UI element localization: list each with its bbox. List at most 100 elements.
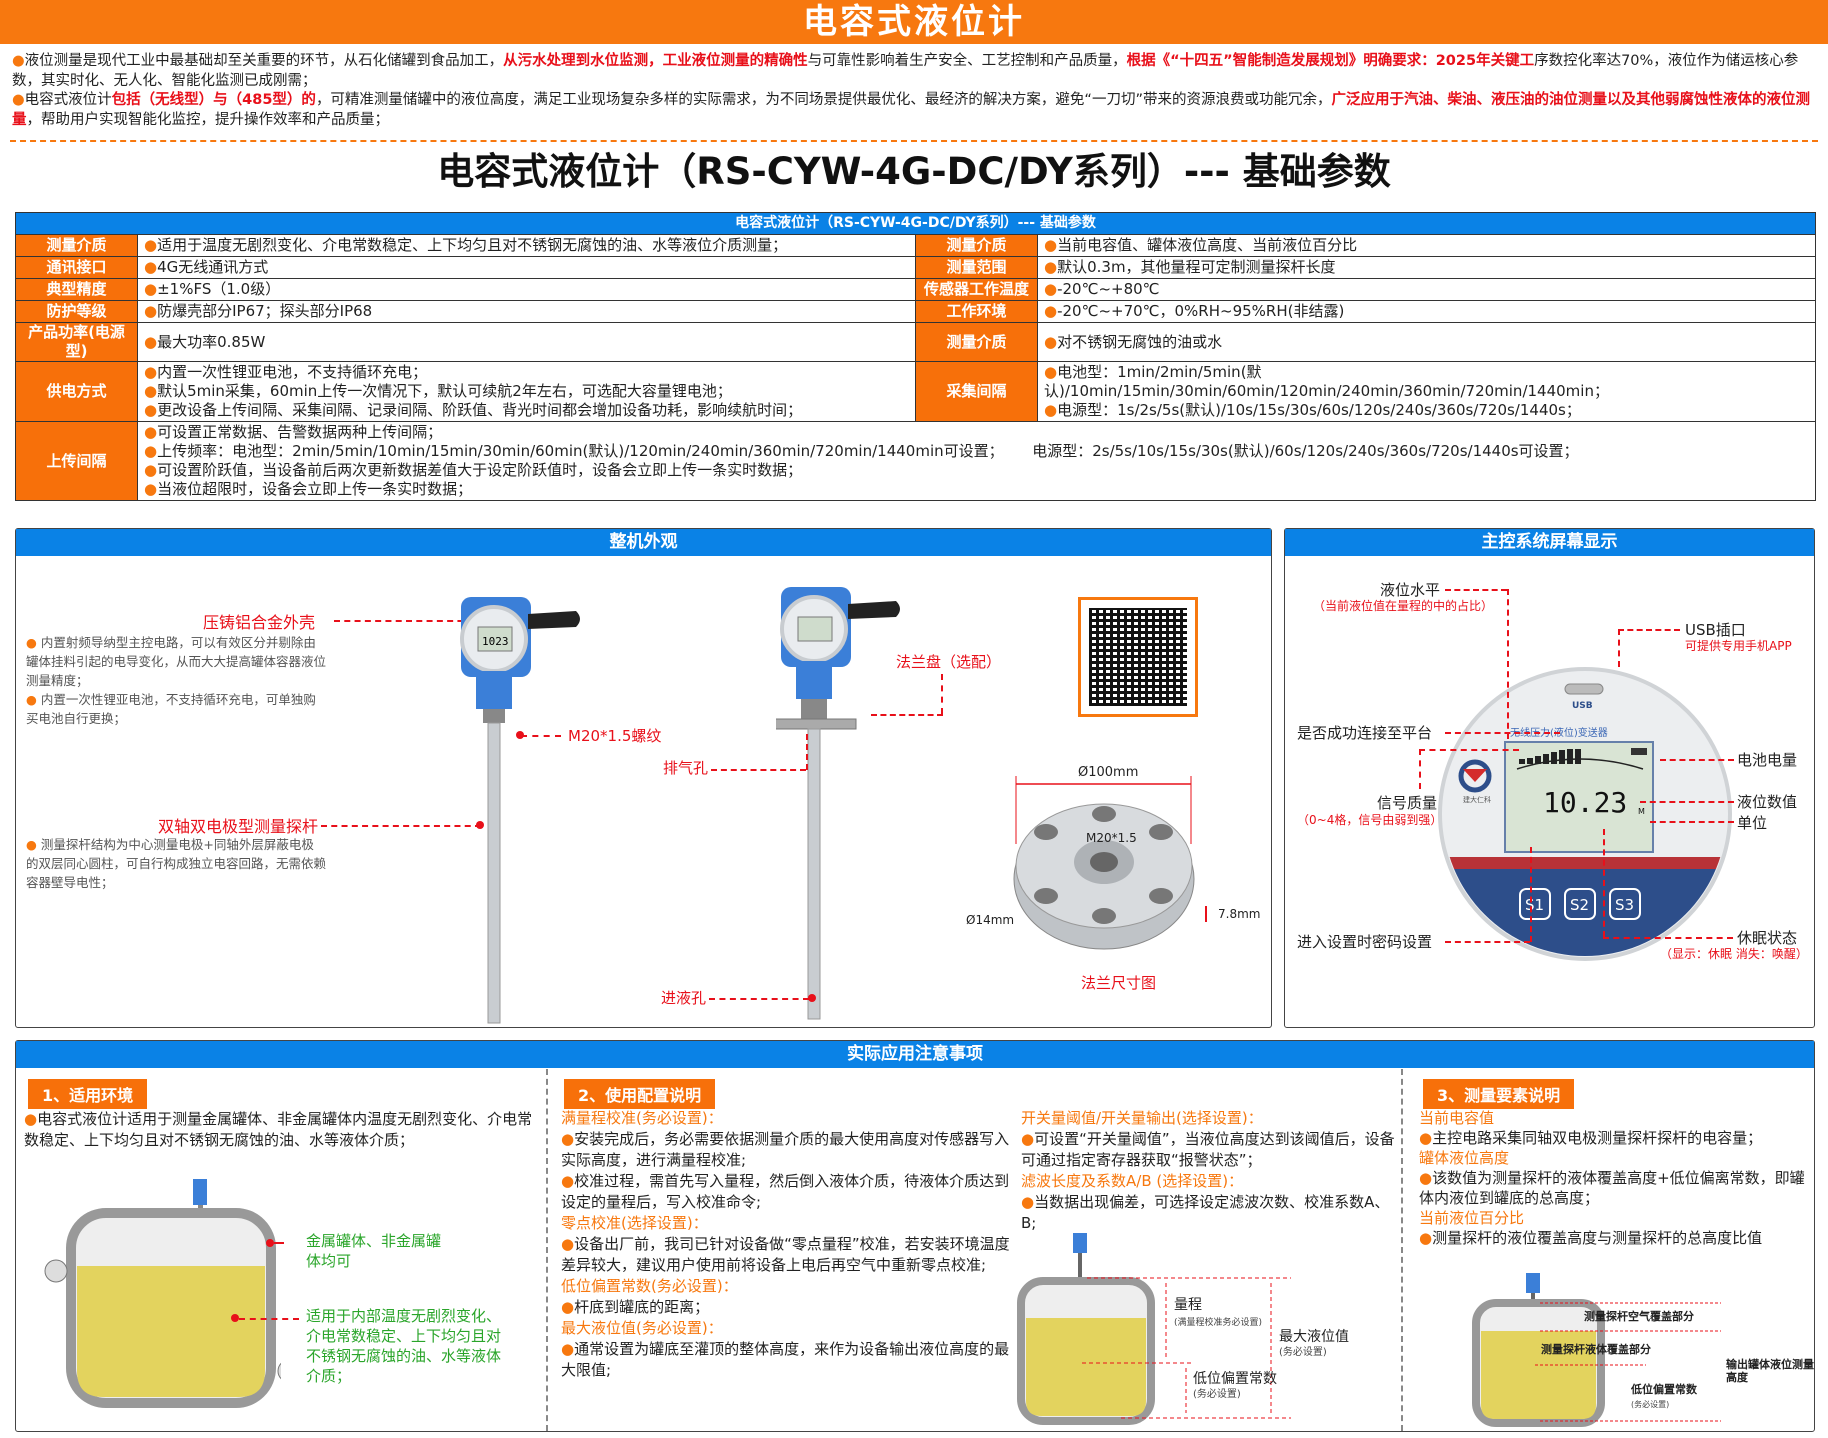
highlight: 从污水处理到水位监测，工业液位测量的精确性 <box>503 53 808 69</box>
config-list-right: 开关量阈值/开关量输出(选择设置)：可设置“开关量阈值”，当液位高度达到该阈值后… <box>1021 1108 1396 1234</box>
button-s3[interactable]: S3 <box>1609 888 1641 920</box>
item-text: 可设置“开关量阈值”，当液位高度达到该阈值后，设备可通过指定寄存器获取“报警状态… <box>1021 1129 1396 1171</box>
brand: 建大仁科 <box>1463 795 1491 804</box>
battery-label: 电池电量 <box>1737 751 1798 769</box>
row-label: 上传间隔 <box>15 421 138 501</box>
line: 可设置正常数据、告警数据两种上传间隔； <box>144 423 1809 442</box>
text: 与可靠性影响着生产安全、工艺控制和产品质量， <box>807 53 1127 69</box>
offset-note: (务必设置) <box>1631 1399 1669 1409</box>
transmitter-flange-image <box>776 587 900 1020</box>
level-note: （当前液位值在量程的中的占比） <box>1313 599 1494 613</box>
thread-label: M20*1.5螺纹 <box>568 727 662 745</box>
elements-tag: 3、测量要素说明 <box>1423 1079 1575 1109</box>
signal-note: （0~4格，信号由弱到强） <box>1297 813 1443 827</box>
table-row: 典型精度±1%FS（1.0级）传感器工作温度-20℃~+80℃ <box>15 278 1816 301</box>
tank-illustration <box>44 1179 281 1408</box>
line: 最大功率0.85W <box>144 333 909 352</box>
row-label: 测量范围 <box>915 256 1038 279</box>
item-text: 测量探杆的液位覆盖高度与测量探杆的总高度比值 <box>1419 1228 1811 1248</box>
table-row: 产品功率(电源型)最大功率0.85W测量介质对不锈钢无腐蚀的油或水 <box>15 322 1816 362</box>
row-value: ±1%FS（1.0级） <box>137 278 916 301</box>
output-label: 输出罐体液位测量高度 <box>1726 1358 1814 1384</box>
row-value: 最大功率0.85W <box>137 322 916 362</box>
hole-diameter: Ø14mm <box>966 913 1014 927</box>
line: 当前电容值、罐体液位高度、当前液位百分比 <box>1044 236 1809 255</box>
env-text: ●电容式液位计适用于测量金属罐体、非金属罐体内温度无剧烈变化、介电常数稳定、上下… <box>24 1110 533 1149</box>
text: ，可精准测量储罐中的液位高度，满足工业现场复杂多样的实际需求，为不同场景提供最优… <box>315 92 1332 108</box>
unit-label: 单位 <box>1737 814 1768 832</box>
spec-table: 电容式液位计（RS-CYW-4G-DC/DY系列）--- 基础参数 测量介质适用… <box>15 212 1816 501</box>
tank-config-diagram: 量程 (满量程校准务必设置) 低位偏置常数 (务必设置) 最大液位值 (务必设置… <box>1017 1233 1349 1425</box>
button-label: S3 <box>1615 896 1634 914</box>
usb-note: 可提供专用手机APP <box>1685 639 1792 653</box>
item-heading: 低位偏置常数(务必设置)： <box>561 1277 738 1295</box>
line: 可设置阶跃值，当设备前后两次更新数据差值大于设定阶跃值时，设备会立即上传一条实时… <box>144 461 1809 480</box>
table-row: 通讯接口4G无线通讯方式测量范围默认0.3m，其他量程可定制测量探杆长度 <box>15 256 1816 279</box>
row-value: 电池型：1min/2min/5min(默认)/10min/15min/30min… <box>1037 361 1816 422</box>
inlet-label: 进液孔 <box>661 989 707 1007</box>
sleep-note: （显示：休眠 消失：唤醒） <box>1660 947 1808 961</box>
signal-label: 信号质量 <box>1377 794 1438 812</box>
display-panel: USB 无线压力(液位)变送器 10.23 M 建大仁科 S1 S2 S3 <box>1438 667 1732 961</box>
item-text: 校准过程，需首先写入量程，然后倒入液体介质，待液体介质达到设定的量程后，写入校准… <box>561 1171 1016 1213</box>
table-row: 测量介质适用于温度无剧烈变化、介电常数稳定、上下均匀且对不锈钢无腐蚀的油、水等液… <box>15 234 1816 257</box>
flange-caption: 法兰尺寸图 <box>1081 974 1156 992</box>
row-label: 产品功率(电源型) <box>15 322 138 362</box>
note: 测量探杆结构为中心测量电极+同轴外层屏蔽电极的双层同心圆柱，可自行构成独立电容回… <box>26 837 327 890</box>
row-label: 传感器工作温度 <box>915 278 1038 301</box>
range-note: (满量程校准务必设置) <box>1174 1316 1262 1328</box>
platform-label: 是否成功连接至平台 <box>1297 724 1433 742</box>
lcd-value: 1023 <box>482 635 509 648</box>
transmitter-image: 1023 <box>460 597 580 1024</box>
text: 液位测量是现代工业中最基础却至关重要的环节，从石化储罐到食品加工， <box>24 53 504 69</box>
max-label: 最大液位值 <box>1279 1329 1349 1345</box>
usb-text: USB <box>1572 701 1593 711</box>
item-heading: 罐体液位高度 <box>1419 1149 1510 1167</box>
flange-diameter: Ø100mm <box>1078 765 1138 780</box>
highlight: 包括（无线型）与（485型）的 <box>111 92 316 108</box>
sleep-label: 休眠状态 <box>1737 929 1798 947</box>
offset-label: 低位偏置常数 <box>1193 1371 1277 1387</box>
item-text: 安装完成后，务必需要依据测量介质的最大使用高度对传感器写入实际高度，进行满量程校… <box>561 1129 1016 1171</box>
table-row: 上传间隔 可设置正常数据、告警数据两种上传间隔； 上传频率：电池型：2min/5… <box>15 421 1816 501</box>
row-label: 工作环境 <box>915 300 1038 323</box>
item-text: 杆底到罐底的距离； <box>561 1297 1016 1318</box>
divider <box>10 140 1818 142</box>
shell-label: 压铸铝合金外壳 <box>203 613 316 632</box>
button-s2[interactable]: S2 <box>1564 888 1596 920</box>
tank-label-2: 适用于内部温度无剧烈变化、介电常数稳定、上下均匀且对不锈钢无腐蚀的油、水等液体介… <box>306 1307 502 1385</box>
env-tag: 1、适用环境 <box>28 1079 148 1109</box>
text: 电容式液位计 <box>24 92 112 108</box>
appearance-section: 整机外观 压铸铝合金外壳 ● 内置射频导纳型主控电路，可以有效区分并剔除由罐体挂… <box>15 528 1272 1028</box>
item-text: 该数值为测量探杆的液体覆盖高度+低位偏离常数，即罐体内液位到罐底的总高度； <box>1419 1168 1811 1208</box>
line: 电池型：1min/2min/5min(默认)/10min/15min/30min… <box>1044 363 1809 401</box>
intro-paragraph-1: ●液位测量是现代工业中最基础却至关重要的环节，从石化储罐到食品加工，从污水处理到… <box>12 53 1799 89</box>
row-value: -20℃~+70℃，0%RH~95%RH(非结露) <box>1037 300 1816 323</box>
config-list: 满量程校准(务必设置)：安装完成后，务必需要依据测量介质的最大使用高度对传感器写… <box>561 1108 1016 1381</box>
line: ±1%FS（1.0级） <box>144 280 909 299</box>
line: 适用于温度无剧烈变化、介电常数稳定、上下均匀且对不锈钢无腐蚀的油、水等液位介质测… <box>144 236 909 255</box>
item-text: 通常设置为罐底至灌顶的整体高度，来作为设备输出液位高度的最大限值; <box>561 1339 1016 1381</box>
line: 对不锈钢无腐蚀的油或水 <box>1044 333 1809 352</box>
row-label: 供电方式 <box>15 361 138 422</box>
row-label: 测量介质 <box>915 234 1038 257</box>
shell-notes: ● 内置射频导纳型主控电路，可以有效区分并剔除由罐体挂料引起的电导变化，从而大大… <box>26 635 327 726</box>
line: 上传频率：电池型：2min/5min/10min/15min/30min/60m… <box>144 442 1809 461</box>
probe-note: ● 测量探杆结构为中心测量电极+同轴外层屏蔽电极的双层同心圆柱，可自行构成独立电… <box>26 837 327 890</box>
max-note: (务必设置) <box>1279 1345 1327 1358</box>
flange-dimension-drawing: Ø100mm M20*1.5 Ø14mm 7.8mm 法兰尺寸图 <box>966 765 1260 992</box>
password-label: 进入设置时密码设置 <box>1297 933 1433 951</box>
text: 电容式液位计适用于测量金属罐体、非金属罐体内温度无剧烈变化、介电常数稳定、上下均… <box>24 1110 533 1149</box>
row-value: 可设置正常数据、告警数据两种上传间隔； 上传频率：电池型：2min/5min/1… <box>137 421 1816 501</box>
button-s1[interactable]: S1 <box>1519 888 1551 920</box>
note: 内置射频导纳型主控电路，可以有效区分并剔除由罐体挂料引起的电导变化，从而大大提高… <box>26 635 327 688</box>
highlight: 根据《“十四五”智能制造发展规划》明确要求：2025年关键工 <box>1126 53 1535 69</box>
text: 序数控化率达70%，液位作为储运核心参数，其实时化、无人化、智能化监测已成刚需； <box>12 53 1799 89</box>
qr-code[interactable] <box>1078 597 1198 717</box>
level-label: 液位水平 <box>1380 581 1441 599</box>
item-text: 设备出厂前，我司已针对设备做“零点量程”校准，若安装环境温度差异较大，建议用户使… <box>561 1234 1016 1276</box>
liquid-label: 测量探杆液体覆盖部分 <box>1541 1342 1651 1356</box>
section-header: 整机外观 <box>16 529 1271 556</box>
tank-label-1: 金属罐体、非金属罐体均可 <box>306 1232 442 1270</box>
usb-label: USB插口 <box>1685 621 1746 639</box>
